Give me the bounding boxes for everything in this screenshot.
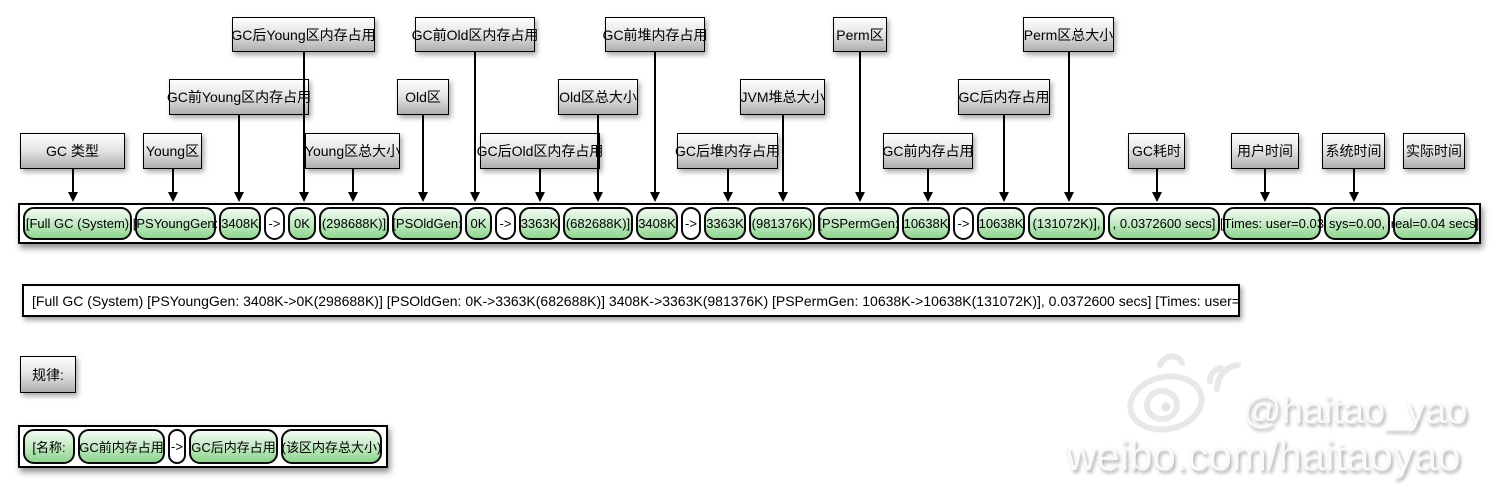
label-box: 系统时间 [1322, 133, 1385, 169]
log-token: [Full GC (System) [23, 207, 132, 240]
arrow-head-icon [593, 192, 603, 202]
arrow-line [927, 169, 929, 192]
log-token: , 0.0372600 secs] [1108, 207, 1220, 240]
arrow-head-icon [418, 192, 428, 202]
arrow-head-icon [167, 192, 178, 202]
label-box: GC后Old区内存占用 [477, 133, 603, 169]
arrow-separator-token: -> [168, 429, 186, 464]
log-token: (981376K) [749, 207, 815, 240]
label-box: GC前Old区内存占用 [412, 17, 538, 52]
log-token: [Times: user=0.03 [1220, 207, 1324, 240]
label-box: GC后内存占用 [958, 79, 1050, 115]
log-token: [PSOldGen: [392, 207, 462, 240]
label-box: GC后堆内存占用 [675, 133, 780, 169]
arrow-line [302, 52, 305, 192]
log-token: real=0.04 secs] [1391, 207, 1479, 240]
arrow-line [474, 52, 476, 192]
log-token: (682688K)] [563, 207, 633, 240]
arrow-line [71, 169, 74, 192]
arrow-head-icon [347, 192, 358, 202]
label-box: Perm区 [833, 17, 887, 52]
arrow-head-icon [298, 192, 309, 202]
log-token: (该区内存总大小) [281, 429, 382, 464]
arrow-line [1264, 169, 1266, 192]
arrow-head-icon [1063, 192, 1074, 202]
pattern-token-row: [名称:GC前内存占用->GC后内存占用(该区内存总大小) [18, 425, 388, 468]
arrow-line [1067, 52, 1070, 192]
arrow-line [859, 52, 861, 192]
arrow-head-icon [535, 192, 545, 202]
log-token: 3363K [519, 207, 560, 240]
log-token: 0K [465, 207, 492, 240]
log-token: 3408K [219, 207, 261, 240]
log-token: (298688K)] [319, 207, 389, 240]
arrow-line [171, 169, 174, 192]
label-box: Old区 [397, 79, 449, 115]
label-box: GC后Young区内存占用 [231, 17, 376, 52]
arrow-line [422, 115, 424, 192]
log-token: 3363K [704, 207, 746, 240]
arrow-line [539, 169, 541, 192]
gc-log-line: [Full GC (System) [PSYoungGen: 3408K->0K… [22, 284, 1240, 317]
log-token: GC前内存占用 [78, 429, 165, 464]
log-token: sys=0.00, [1324, 207, 1390, 240]
watermark-site: weibo.com/haitaoyao [1066, 432, 1461, 479]
log-token: 10638K [977, 207, 1025, 240]
log-token: GC后内存占用 [189, 429, 278, 464]
log-token: [PSYoungGen: [133, 207, 218, 240]
arrow-head-icon [1348, 192, 1359, 202]
arrow-separator-token: -> [953, 207, 974, 240]
arrow-head-icon [234, 192, 244, 202]
arrow-head-icon [1151, 192, 1162, 202]
arrow-head-icon [855, 192, 865, 202]
log-token: [PSPermGen: [818, 207, 899, 240]
label-box: Perm区总大小 [1023, 17, 1114, 52]
arrow-head-icon [67, 192, 78, 202]
label-box: GC耗时 [1128, 133, 1185, 169]
log-token: 10638K [902, 207, 950, 240]
label-box: 实际时间 [1403, 133, 1465, 169]
arrow-separator-token: -> [681, 207, 701, 240]
arrow-line [597, 115, 599, 192]
label-box: Young区总大小 [305, 133, 400, 169]
log-token: [名称: [23, 429, 75, 464]
arrow-separator-token: -> [495, 207, 516, 240]
label-box: JVM堆总大小 [740, 79, 825, 115]
arrow-separator-token: -> [264, 207, 285, 240]
arrow-line [726, 169, 729, 192]
arrow-head-icon [650, 192, 660, 202]
label-box: GC前堆内存占用 [603, 17, 708, 52]
arrow-head-icon [470, 192, 480, 202]
label-box: GC 类型 [20, 133, 125, 169]
label-box: 用户时间 [1231, 133, 1299, 169]
log-token: 0K [288, 207, 316, 240]
pattern-label: 规律: [20, 356, 76, 393]
arrow-head-icon [999, 192, 1009, 202]
label-box: Old区总大小 [558, 79, 638, 115]
arrow-line [351, 169, 354, 192]
arrow-head-icon [923, 192, 933, 202]
arrow-head-icon [777, 192, 788, 202]
arrow-line [781, 115, 784, 192]
watermark-handle: @haitao_yao [1243, 390, 1468, 432]
arrow-line [1003, 115, 1005, 192]
label-box: Young区 [143, 133, 202, 169]
label-box: GC前内存占用 [883, 133, 974, 169]
arrow-line [654, 52, 656, 192]
log-token: (131072K)], [1028, 207, 1105, 240]
arrow-line [238, 115, 240, 192]
arrow-line [1155, 169, 1158, 192]
weibo-logo-icon [1118, 345, 1248, 440]
log-token: 3408K [636, 207, 678, 240]
arrow-line [1352, 169, 1355, 192]
gc-log-token-row: [Full GC (System)[PSYoungGen:3408K->0K(2… [18, 203, 1481, 244]
arrow-head-icon [1260, 192, 1270, 202]
arrow-head-icon [722, 192, 733, 202]
label-box: GC前Young区内存占用 [167, 79, 311, 115]
